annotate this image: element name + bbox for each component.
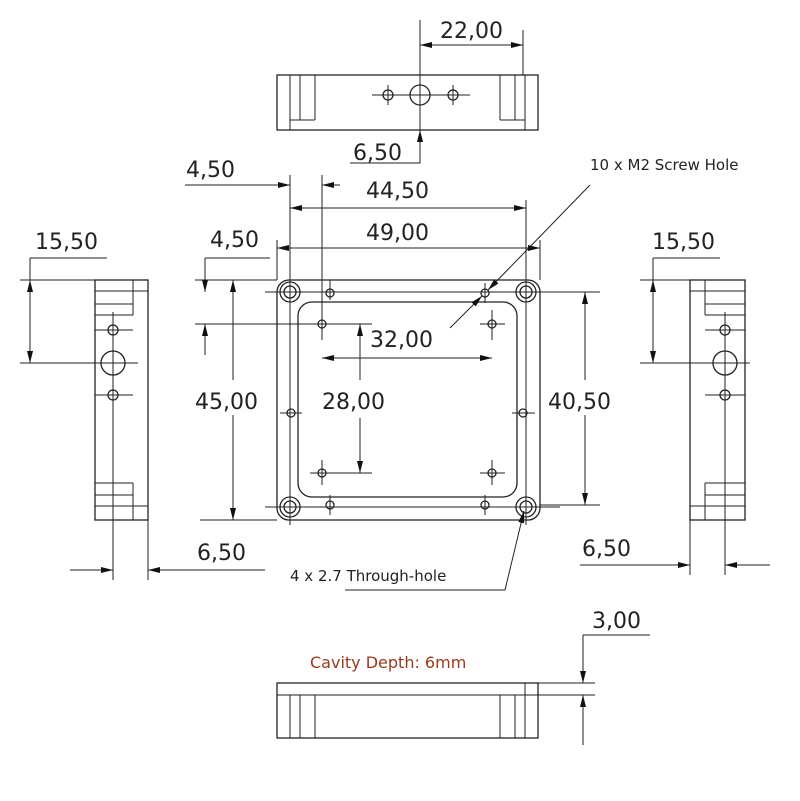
bottom-view xyxy=(276,634,650,745)
left-side-view xyxy=(20,257,265,580)
dim-inner-3200: 32,00 xyxy=(370,328,433,353)
note-through-holes: 4 x 2.7 Through-hole xyxy=(290,567,446,585)
right-side-view xyxy=(580,257,770,575)
dim-bottom-300: 3,00 xyxy=(592,609,641,634)
dim-rside-650: 6,50 xyxy=(582,537,631,562)
dim-rside-1550: 15,50 xyxy=(652,230,715,255)
main-plate-view xyxy=(185,175,600,591)
dim-top-22: 22,00 xyxy=(440,19,503,44)
note-screw-holes: 10 x M2 Screw Hole xyxy=(590,156,738,174)
dim-lside-1550: 15,50 xyxy=(35,230,98,255)
dim-top-650: 6,50 xyxy=(353,141,402,166)
dim-width-4450: 44,50 xyxy=(366,179,429,204)
dim-inner-2800: 28,00 xyxy=(322,390,385,415)
dim-height-4500: 45,00 xyxy=(195,390,258,415)
dim-height-4050: 40,50 xyxy=(548,390,611,415)
dim-width-4900: 49,00 xyxy=(366,221,429,246)
dim-left-450-top: 4,50 xyxy=(186,158,235,183)
note-cavity-depth: Cavity Depth: 6mm xyxy=(310,653,466,672)
dim-lside-650: 6,50 xyxy=(197,541,246,566)
dim-left-450-side: 4,50 xyxy=(210,228,259,253)
top-view xyxy=(276,20,539,164)
through-hole-icons xyxy=(279,281,537,518)
